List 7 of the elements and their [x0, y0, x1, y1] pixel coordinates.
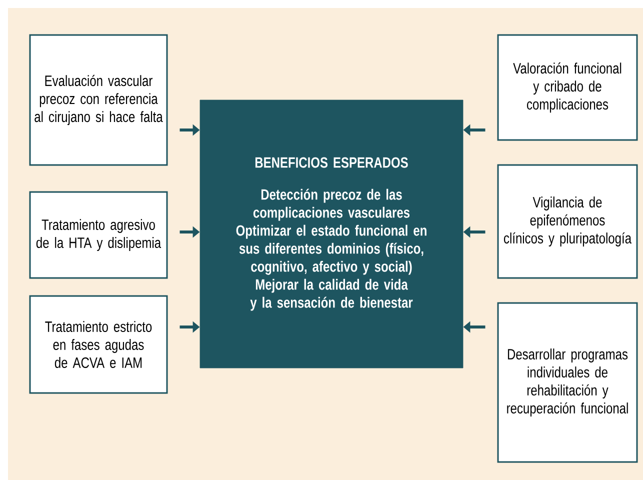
action-box: Tratamiento estricto en fases agudas de ACVA e IAM [29, 295, 168, 394]
action-box: Evaluación vascular precoz con referencia al cirujano si hace falta [29, 34, 168, 166]
action-box: Tratamiento agresivo de la HTA y dislipemia [29, 191, 168, 279]
action-box: Desarrollar programas individuales de rehabilitación y recuperación funcional [497, 302, 638, 463]
action-box: Valoración funcional y cribado de complicaciones [497, 34, 638, 141]
action-box: Vigilancia de epifenómenos clínicos y pluripatología [497, 164, 638, 279]
benefits-box: BENEFICIOS ESPERADOS Detección precoz de las complicaciones vasculares Optimizar el estado funcional en sus diferentes dominios (físico, cognitivo, afectivo y social) Mejorar la calidad de vida y la sensación de bienestar [200, 100, 464, 368]
